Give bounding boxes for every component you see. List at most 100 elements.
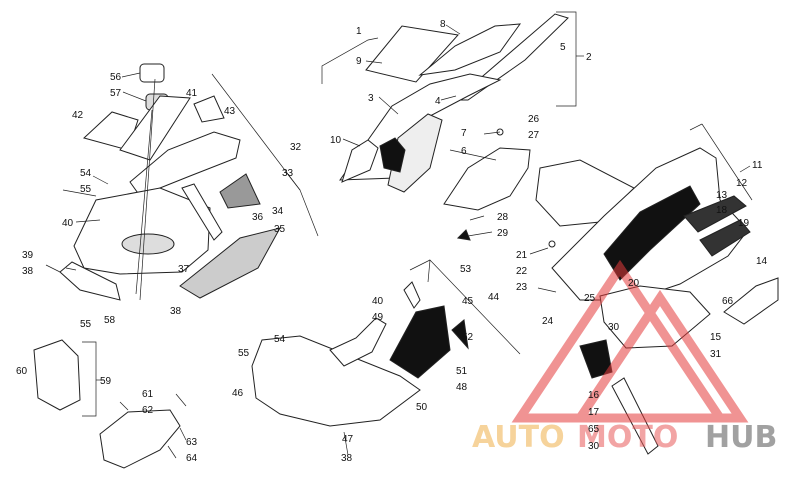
- part-inner-4: [387, 113, 443, 193]
- callout-12: 12: [736, 178, 748, 189]
- callout-16: 16: [588, 390, 600, 401]
- callout-26: 26: [528, 114, 540, 125]
- callout-63: 63: [186, 437, 198, 448]
- part-upper-panel-8: [418, 23, 522, 76]
- callout-53: 53: [460, 264, 472, 275]
- callout-41: 41: [186, 88, 198, 99]
- callout-6: 6: [461, 146, 467, 157]
- part-box-61: [99, 409, 181, 469]
- callout-65: 65: [588, 424, 600, 435]
- part-gauge-bezel-56: [139, 63, 165, 83]
- callout-3: 3: [368, 93, 374, 104]
- callout-23: 23: [516, 282, 528, 293]
- callout-1: 1: [356, 26, 362, 37]
- part-decal-43: [193, 95, 225, 123]
- callout-42: 42: [72, 110, 84, 121]
- callout-45: 45: [462, 296, 474, 307]
- callout-40-left: 40: [62, 218, 74, 229]
- callout-27: 27: [528, 130, 540, 141]
- callout-39: 39: [22, 250, 34, 261]
- callout-4: 4: [435, 96, 441, 107]
- callout-43: 43: [224, 106, 236, 117]
- callout-46: 46: [232, 388, 244, 399]
- triangle-logo-icon: [511, 259, 749, 423]
- watermark-auto: AUTO: [472, 420, 565, 455]
- watermark: AUTO MOTO HUB: [472, 259, 777, 455]
- part-panel-27: [443, 147, 531, 211]
- part-side-graphic: [603, 185, 701, 281]
- callout-64: 64: [186, 453, 198, 464]
- callout-7: 7: [461, 128, 467, 139]
- part-clip-29: [456, 229, 471, 241]
- callout-21: 21: [516, 250, 528, 261]
- callout-labels: 1 2 3 4 5 6 7 8 9 10 11 12 13 14 15 16 1…: [16, 19, 768, 464]
- watermark-hub: HUB: [705, 420, 777, 455]
- callout-50: 50: [416, 402, 428, 413]
- callout-60: 60: [16, 366, 28, 377]
- callout-62: 62: [142, 405, 154, 416]
- callout-31: 31: [710, 349, 722, 360]
- callout-56: 56: [110, 72, 122, 83]
- callout-11: 11: [752, 160, 763, 171]
- callout-58: 58: [104, 315, 116, 326]
- callout-13: 13: [716, 190, 728, 201]
- callout-44: 44: [488, 292, 500, 303]
- leader-lines: [45, 11, 753, 459]
- part-side-48: [389, 305, 451, 379]
- part-vent-12: [683, 195, 747, 233]
- part-panel-35: [179, 227, 281, 299]
- callout-36: 36: [252, 212, 264, 223]
- callout-20: 20: [628, 278, 640, 289]
- callout-55-left: 55: [80, 184, 92, 195]
- callout-24: 24: [542, 316, 554, 327]
- callout-22: 22: [516, 266, 528, 277]
- part-bellypan-46: [251, 335, 421, 427]
- callout-66: 66: [722, 296, 734, 307]
- callout-17: 17: [588, 407, 600, 418]
- part-console-opening: [121, 233, 175, 255]
- callout-54-left: 54: [80, 168, 92, 179]
- callout-5: 5: [560, 42, 566, 53]
- part-side-39: [59, 261, 121, 301]
- callout-55-lower: 55: [80, 319, 92, 330]
- callout-38-mid: 38: [170, 306, 182, 317]
- callout-18: 18: [716, 205, 728, 216]
- callout-61: 61: [142, 389, 154, 400]
- watermark-moto: MOTO: [577, 420, 678, 455]
- callout-9: 9: [356, 56, 362, 67]
- part-trim-52: [451, 319, 469, 350]
- part-grille-66: [723, 277, 779, 325]
- callout-30-upper: 30: [608, 322, 620, 333]
- part-bracket-36: [181, 183, 223, 241]
- part-console-body: [73, 187, 211, 275]
- center-lower-group: [251, 281, 469, 427]
- part-bracket-49: [329, 317, 387, 367]
- callout-49: 49: [372, 312, 384, 323]
- callout-59: 59: [100, 376, 112, 387]
- part-nose-10: [341, 139, 379, 183]
- callout-19: 19: [738, 218, 750, 229]
- part-frame-44: [403, 281, 421, 309]
- callout-14: 14: [756, 256, 768, 267]
- part-panel-34: [219, 173, 261, 209]
- part-decal-41: [119, 95, 191, 161]
- callout-38-bottom: 38: [341, 453, 353, 464]
- callout-29: 29: [497, 228, 509, 239]
- part-vent-14: [699, 219, 751, 257]
- callout-47: 47: [342, 434, 354, 445]
- part-cover-60: [33, 339, 81, 411]
- top-panels-group: [339, 13, 569, 193]
- callout-52: 52: [462, 332, 474, 343]
- left-upper-group: [59, 63, 281, 301]
- callout-35: 35: [274, 224, 286, 235]
- callout-10: 10: [330, 135, 342, 146]
- callout-28: 28: [497, 212, 509, 223]
- part-decal-42: [83, 111, 139, 151]
- callout-57: 57: [110, 88, 122, 99]
- callout-30-lower: 30: [588, 441, 600, 452]
- part-screw-21: [548, 240, 556, 248]
- bottom-left-group: [33, 339, 181, 469]
- callout-55-center: 55: [238, 348, 250, 359]
- callout-25: 25: [584, 293, 596, 304]
